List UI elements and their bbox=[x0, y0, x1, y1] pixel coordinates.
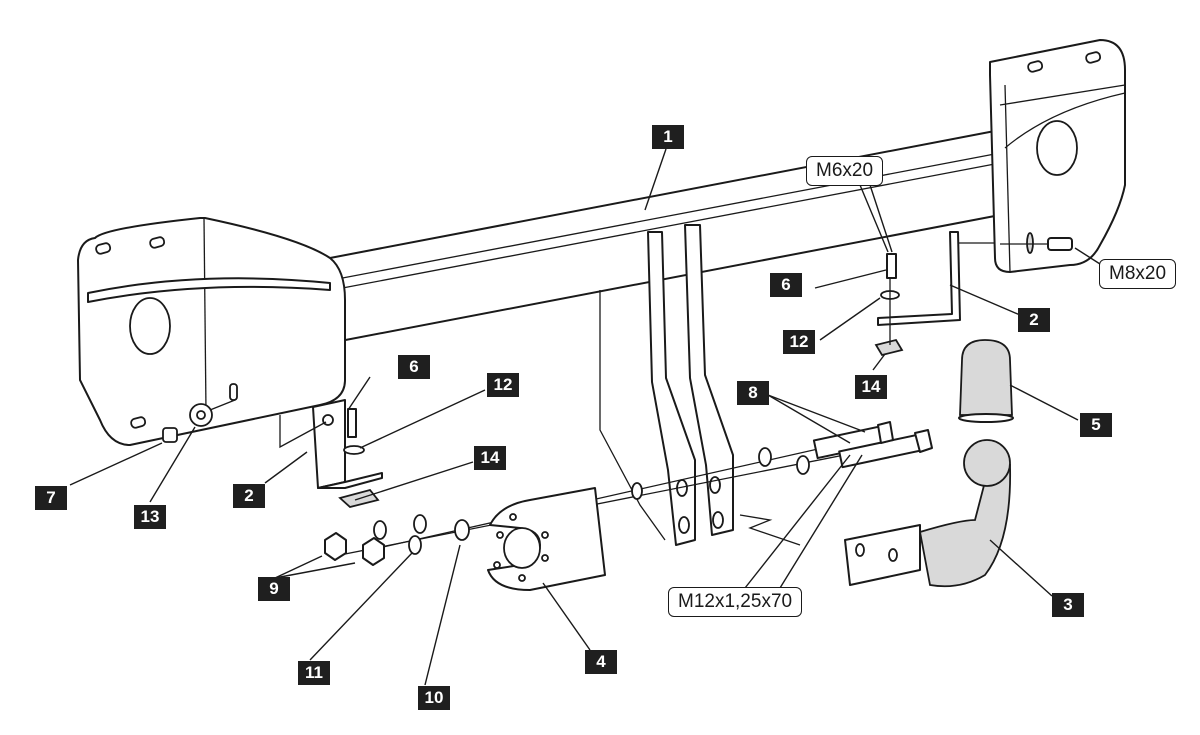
callout-12-right: 12 bbox=[783, 330, 815, 354]
callout-14-right: 14 bbox=[855, 375, 887, 399]
callout-11: 11 bbox=[298, 661, 330, 685]
spec-label-m8: M8x20 bbox=[1099, 259, 1177, 289]
callout-4: 4 bbox=[585, 650, 617, 674]
callout-6-right: 6 bbox=[770, 273, 802, 297]
tow-ball bbox=[739, 439, 1012, 588]
callout-2-right: 2 bbox=[1018, 308, 1050, 332]
callout-3: 3 bbox=[1052, 593, 1084, 617]
callout-14-left: 14 bbox=[474, 446, 506, 470]
callout-6-left: 6 bbox=[398, 355, 430, 379]
right-bracket bbox=[874, 231, 995, 357]
callout-7: 7 bbox=[35, 486, 67, 510]
callout-5: 5 bbox=[1080, 413, 1112, 437]
spec-label-m6: M6x20 bbox=[806, 156, 884, 186]
callout-8: 8 bbox=[737, 381, 769, 405]
spec-label-m12: M12x1,25x70 bbox=[668, 587, 803, 617]
callout-1: 1 bbox=[652, 125, 684, 149]
callout-12-left: 12 bbox=[487, 373, 519, 397]
ball-cap bbox=[958, 339, 1014, 423]
left-bracket bbox=[279, 399, 383, 508]
center-brackets bbox=[599, 224, 734, 546]
fasteners bbox=[324, 421, 933, 566]
callout-13: 13 bbox=[134, 505, 166, 529]
callout-10: 10 bbox=[418, 686, 450, 710]
callout-2-left: 2 bbox=[233, 484, 265, 508]
leader-lines bbox=[69, 148, 1101, 686]
callout-9: 9 bbox=[258, 577, 290, 601]
socket-plate bbox=[487, 487, 606, 591]
left-side-plate bbox=[77, 217, 346, 446]
right-side-plate bbox=[989, 39, 1126, 273]
